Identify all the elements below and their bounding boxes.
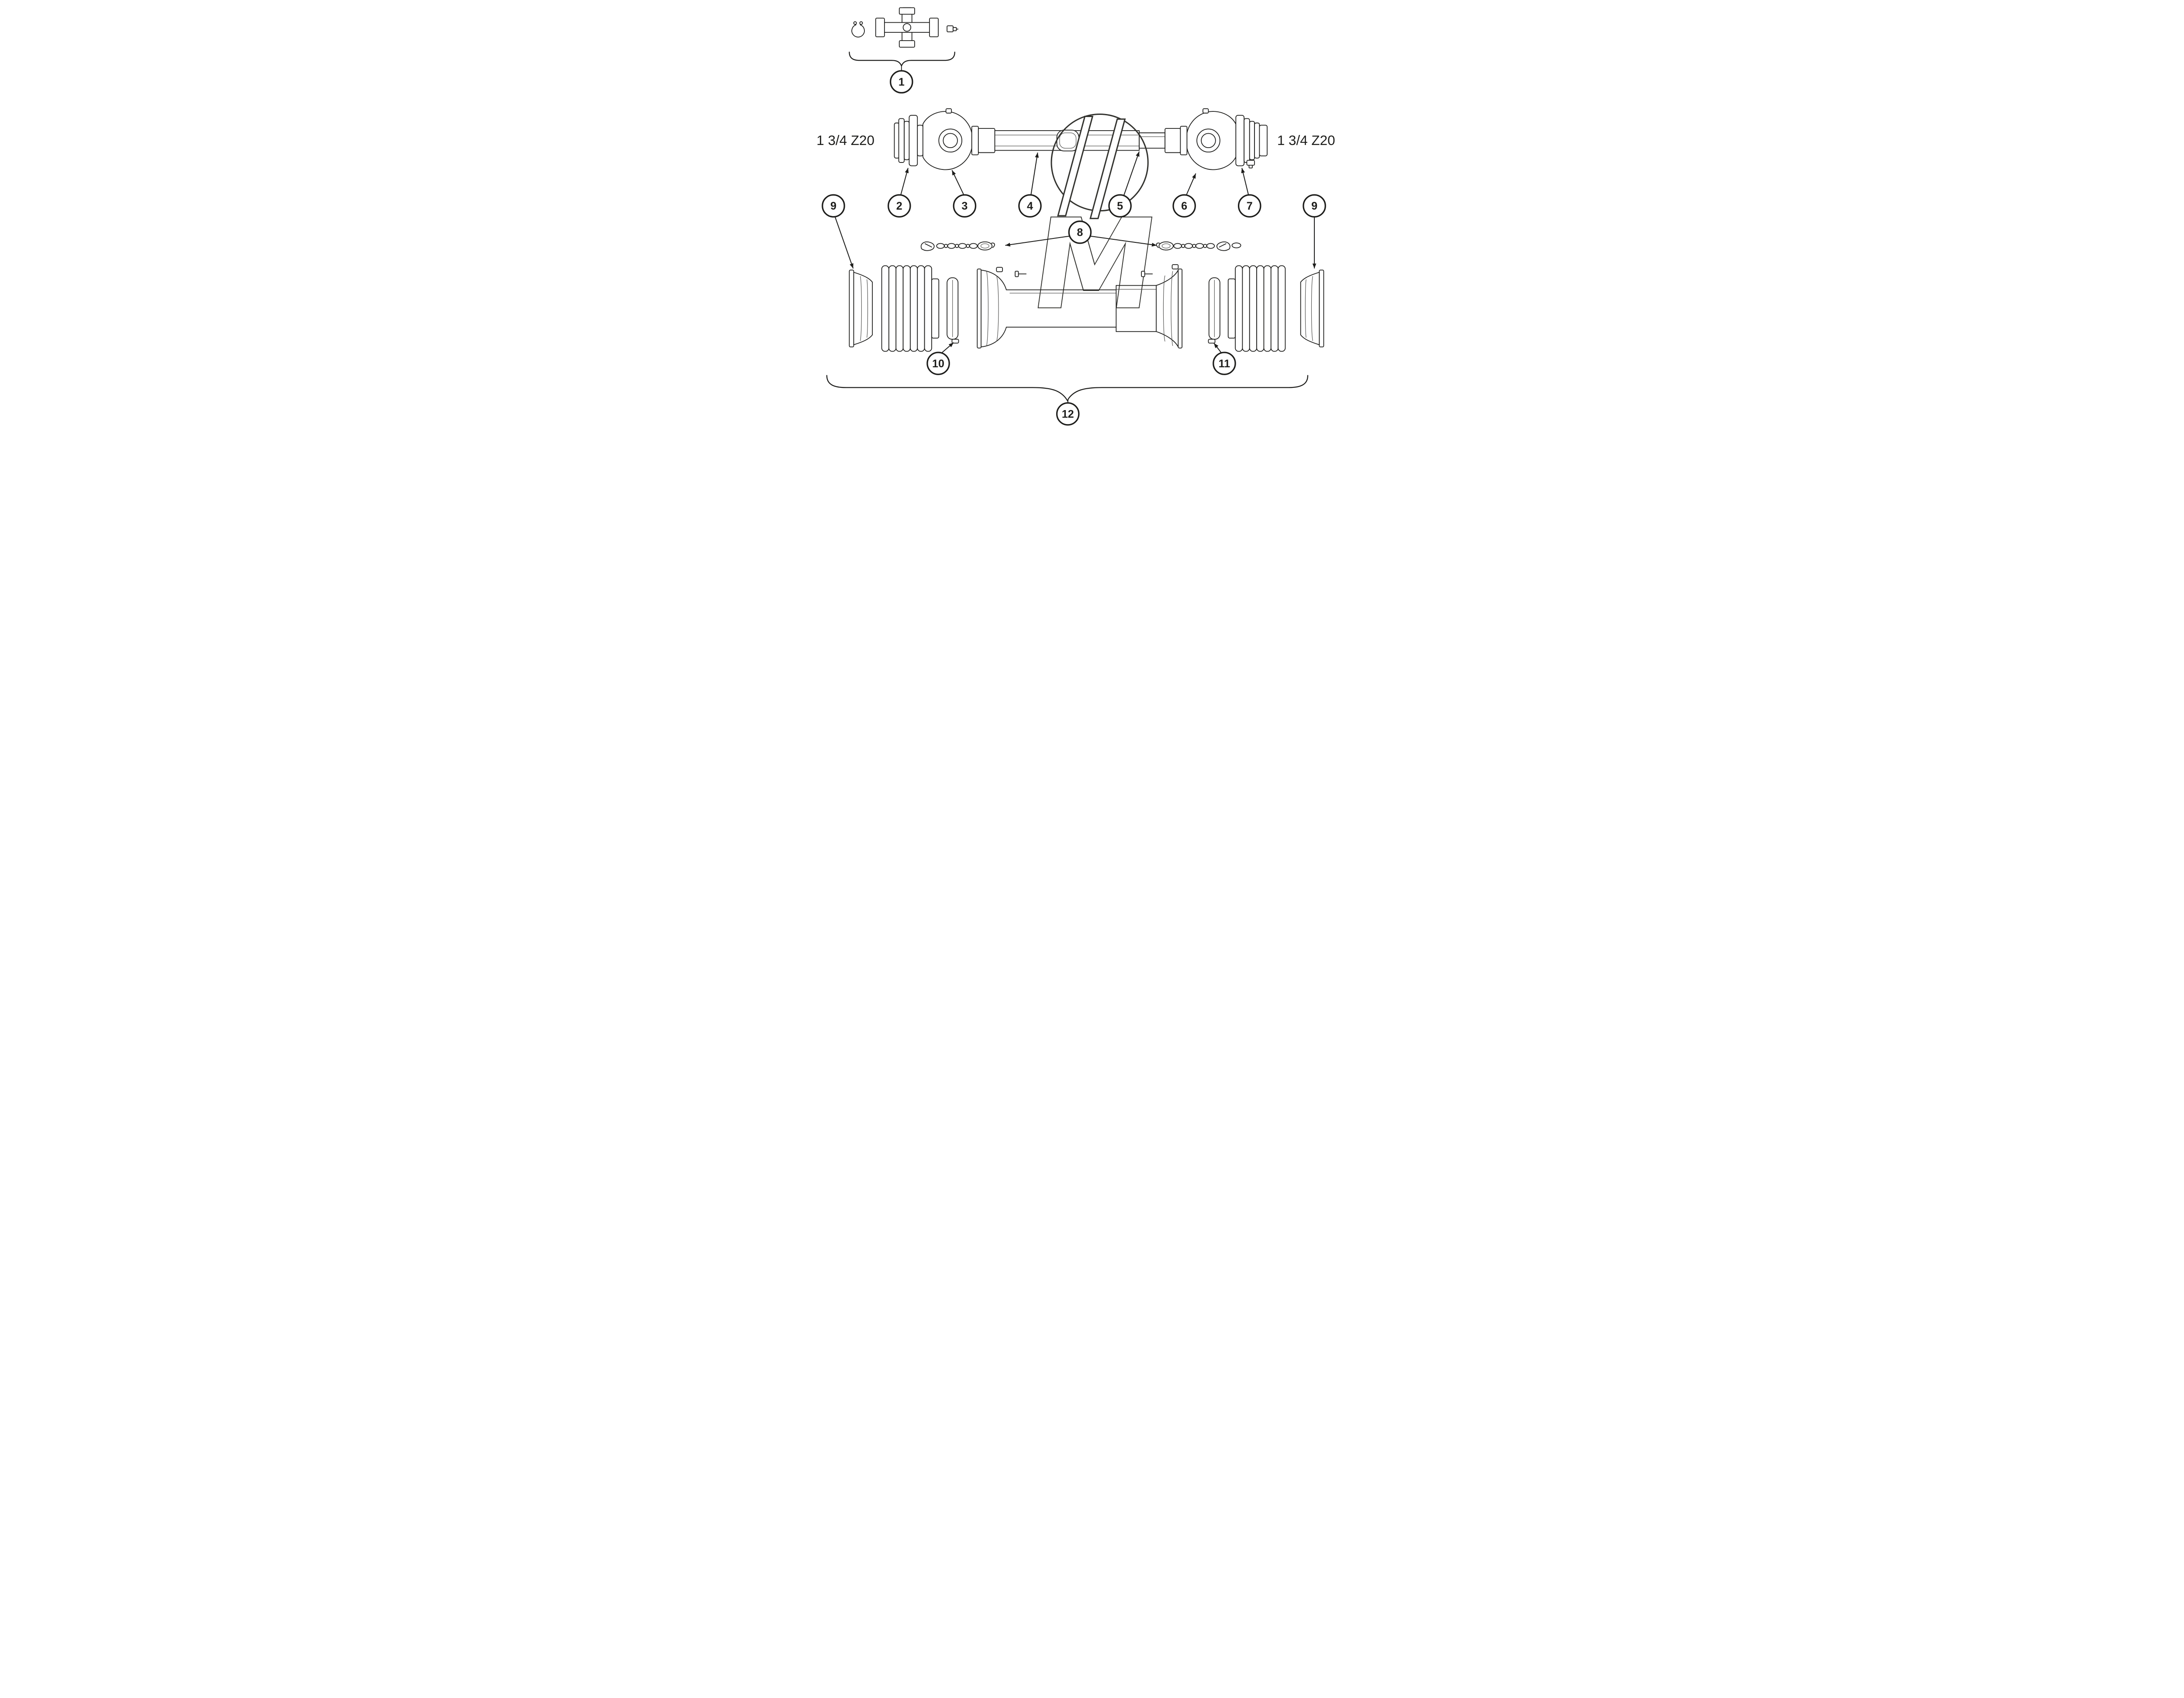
bellows-left [881,265,940,352]
brace-item-12 [826,375,1309,404]
bellows-right [1227,265,1286,352]
spline-hub-right [1235,115,1268,169]
safety-chain-left [920,241,995,251]
callout-6: 6 [1172,194,1196,218]
arrow-to-chain-left [1005,235,1070,247]
arrow-to-chain-right [1089,235,1157,247]
callout-10: 10 [926,352,950,375]
callout-4: 4 [1018,194,1042,218]
callout-number-10: 10 [932,358,944,370]
spline-label-right: 1 3/4 Z20 [1277,133,1335,148]
callout-number-7: 7 [1247,200,1253,212]
lock-pin-left [1015,271,1027,277]
bearing-ring-left [947,277,959,344]
cross-journal [875,7,939,48]
watermark-letter: M [1023,193,1166,337]
guard-bell-right [1156,264,1183,349]
arrow-to-part-7 [1241,168,1249,195]
callout-1: 1 [890,70,913,94]
guard-cone-left [849,269,873,348]
arrow-to-part-9-left [834,217,854,269]
callout-11: 11 [1213,352,1236,375]
brace-item-1 [849,52,955,67]
callout-number-12: 12 [1062,408,1074,421]
callout-7: 7 [1237,194,1261,218]
guard-tube [1006,285,1157,332]
callout-number-1: 1 [898,76,905,88]
callout-3: 3 [953,194,977,218]
callout-number-6: 6 [1181,200,1187,212]
callout-number-3: 3 [961,200,968,212]
arrow-to-part-5 [1123,151,1140,196]
callout-number-8: 8 [1077,226,1083,238]
callout-number-11: 11 [1219,358,1230,370]
arrow-to-part-10 [941,342,954,353]
callout-12: 12 [1056,402,1080,426]
guard-bell-left [977,267,1007,349]
parts-diagram: M [699,0,1485,427]
callout-2: 2 [888,194,911,218]
callout-8: 8 [1068,220,1092,244]
arrow-to-part-2 [900,168,909,195]
callout-number-4: 4 [1027,200,1033,212]
callout-9-right: 9 [1303,194,1326,218]
spline-hub-left [894,115,923,166]
arrow-to-part-11 [1213,342,1222,353]
guard-cone-right [1300,269,1324,348]
ujoint-kit [849,7,959,72]
spline-label-left: 1 3/4 Z20 [816,133,874,148]
callout-number-5: 5 [1117,200,1123,212]
grease-fitting [947,25,959,32]
watermark-stripes [1057,115,1126,219]
tube-profile-section [1056,130,1079,152]
arrow-to-part-6 [1186,173,1196,195]
arrow-to-part-4 [1030,152,1039,195]
guard-screw-left [996,267,1003,273]
snap-ring [851,21,865,38]
guard-assembly [849,264,1324,352]
yoke-left [922,108,995,170]
callout-number-9-right: 9 [1311,200,1317,212]
guard-screw-right [1171,264,1179,269]
safety-chain-right [1156,241,1241,251]
bearing-ring-right [1208,277,1220,344]
diagram-stage: M [699,0,1485,427]
callout-5: 5 [1108,194,1132,218]
watermark: M [1022,113,1167,338]
callouts: 1 2 3 4 5 6 7 8 [822,70,1326,426]
yoke-right [1165,108,1237,170]
callout-number-9-left: 9 [830,200,836,212]
leader-arrows [834,151,1317,353]
arrow-to-part-3 [951,170,964,195]
callout-number-2: 2 [896,200,902,212]
lock-pin-right [1141,271,1153,277]
push-pin [1246,160,1255,169]
callout-9-left: 9 [822,194,845,218]
